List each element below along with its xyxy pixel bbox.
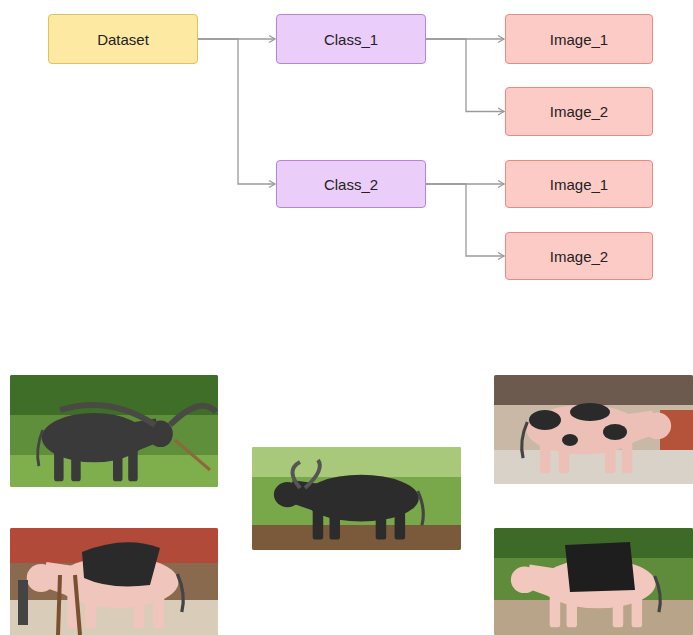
image-box: Image_1 bbox=[505, 160, 653, 208]
photo-saddle-buffalo bbox=[494, 528, 693, 635]
box-label: Image_1 bbox=[550, 176, 608, 193]
box-label: Image_2 bbox=[550, 103, 608, 120]
connector-arrow bbox=[426, 39, 504, 112]
image-box: Image_2 bbox=[505, 87, 653, 136]
photo-dark-buffalo-horns bbox=[10, 375, 218, 487]
photo-spotted-buffalo bbox=[494, 375, 693, 484]
root-box: Dataset bbox=[48, 14, 198, 64]
class-box: Class_2 bbox=[276, 160, 426, 208]
photo-patched-buffalo bbox=[10, 528, 218, 635]
image-box: Image_1 bbox=[505, 14, 653, 64]
connector-arrow bbox=[426, 184, 504, 256]
box-label: Class_1 bbox=[324, 31, 378, 48]
class-box: Class_1 bbox=[276, 14, 426, 64]
box-label: Class_2 bbox=[324, 176, 378, 193]
image-box: Image_2 bbox=[505, 232, 653, 280]
connector-arrow bbox=[198, 39, 275, 184]
box-label: Dataset bbox=[97, 31, 149, 48]
box-label: Image_2 bbox=[550, 248, 608, 265]
photo-dark-buffalo-hill bbox=[252, 447, 461, 550]
box-label: Image_1 bbox=[550, 31, 608, 48]
